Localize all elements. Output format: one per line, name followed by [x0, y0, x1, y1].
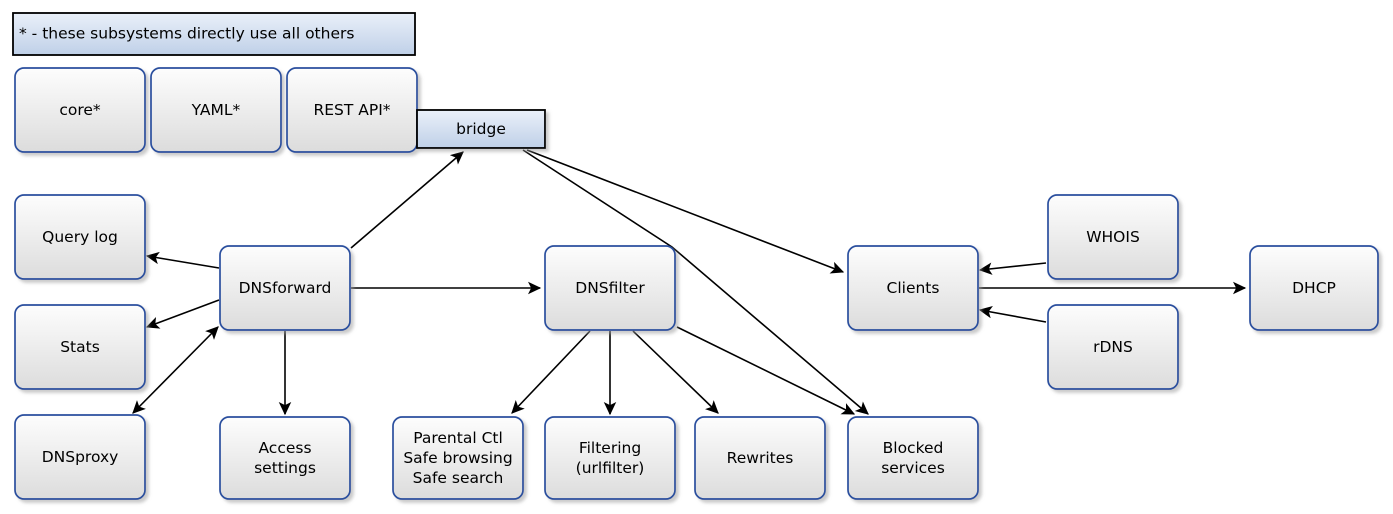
edge-dnsforward-stats [145, 299, 220, 329]
edge-bridge-clients [526, 149, 845, 274]
node-label: Clients [887, 279, 940, 297]
node-label: core* [59, 101, 101, 119]
node-label: DNSforward [239, 279, 332, 297]
node-rdns[interactable]: rDNS [1047, 304, 1179, 390]
node-label: WHOIS [1086, 228, 1140, 246]
node-box [14, 304, 146, 390]
node-rewrites[interactable]: Rewrites [694, 416, 826, 500]
node-whois[interactable]: WHOIS [1047, 194, 1179, 280]
node-box [416, 109, 546, 149]
node-box [1047, 194, 1179, 280]
node-label: rDNS [1093, 338, 1133, 356]
legend-text: * - these subsystems directly use all ot… [19, 25, 354, 43]
node-label: Stats [60, 338, 100, 356]
node-box [14, 67, 146, 153]
node-box [1047, 304, 1179, 390]
node-box [544, 245, 676, 331]
node-stats[interactable]: Stats [14, 304, 146, 390]
node-filtering[interactable]: Filtering(urlfilter) [544, 416, 676, 500]
node-box [392, 416, 524, 500]
node-core[interactable]: core* [14, 67, 146, 153]
legend-note: * - these subsystems directly use all ot… [12, 12, 416, 56]
node-label: DNSproxy [42, 448, 119, 466]
node-label: Filtering(urlfilter) [576, 439, 645, 477]
node-querylog[interactable]: Query log [14, 194, 146, 280]
node-label: DNSfilter [575, 279, 645, 297]
node-label: DHCP [1292, 279, 1336, 297]
legend-layer: * - these subsystems directly use all ot… [12, 12, 416, 56]
node-clients[interactable]: Clients [847, 245, 979, 331]
edge-dnsfilter-rewrites [632, 330, 719, 414]
node-box [219, 245, 351, 331]
node-box [1249, 245, 1379, 331]
edges-layer [132, 149, 1247, 416]
node-box [219, 416, 351, 500]
node-yaml[interactable]: YAML* [150, 67, 282, 153]
node-box [14, 194, 146, 280]
node-label: REST API* [313, 101, 390, 119]
node-box [847, 416, 979, 500]
node-label: Rewrites [727, 449, 794, 467]
node-box [847, 245, 979, 331]
legend-box [12, 12, 416, 56]
node-dnsproxy[interactable]: DNSproxy [14, 414, 146, 500]
node-box [544, 416, 676, 500]
node-dnsforward[interactable]: DNSforward [219, 245, 351, 331]
edge-dnsforward-bridge [350, 151, 464, 249]
node-label: YAML* [191, 101, 241, 119]
edge-dnsforward-querylog [145, 251, 220, 269]
edge-dnsforward-dnsproxy [132, 326, 219, 414]
node-box [694, 416, 826, 500]
node-restapi[interactable]: REST API* [286, 67, 418, 153]
edge-dnsfilter-parental [511, 330, 591, 414]
node-label: Query log [42, 228, 118, 246]
node-dnsfilter[interactable]: DNSfilter [544, 245, 676, 331]
edge-whois-clients [978, 262, 1047, 275]
node-bridge[interactable]: bridge [416, 109, 546, 149]
edge-rdns-clients [978, 306, 1047, 323]
edge-dnsfilter-blocked [676, 326, 856, 415]
edge-bridge-blocked [522, 149, 869, 415]
node-dhcp[interactable]: DHCP [1249, 245, 1379, 331]
node-box [150, 67, 282, 153]
node-box [14, 414, 146, 500]
node-label: bridge [456, 120, 506, 138]
